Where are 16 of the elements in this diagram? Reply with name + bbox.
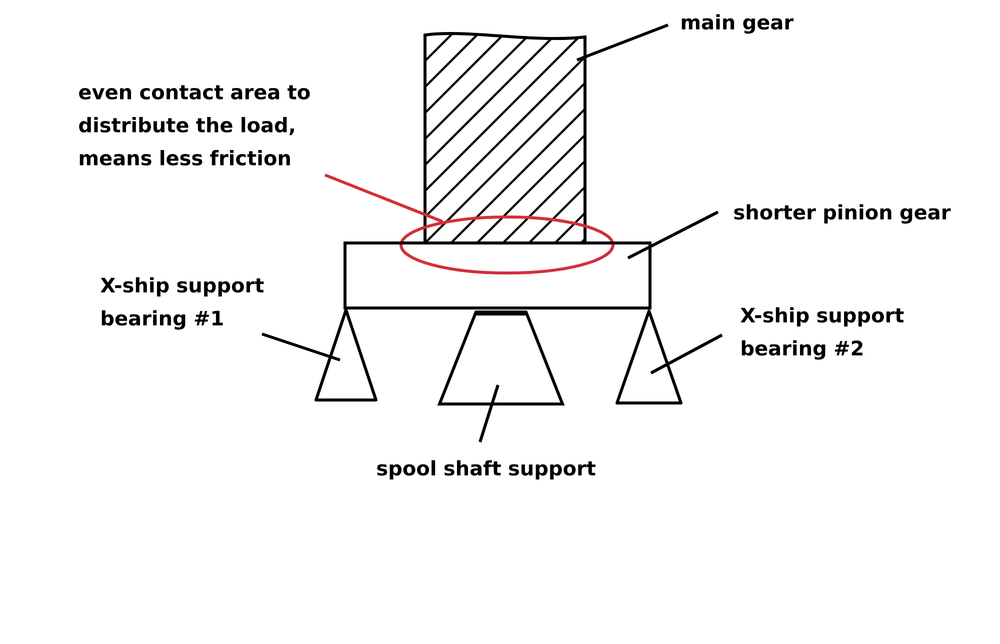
leader-line [650,334,723,374]
leader-line [478,384,500,442]
callout-text: even contact area to distribute the load, means less friction [79,85,310,166]
callout-text: X-ship support bearing #1 [100,277,264,330]
leader-line [627,210,719,260]
hatched-gear [424,32,586,244]
leader-line [262,332,340,362]
pinion-gear-block [344,242,652,310]
callout-text: main gear [682,14,794,34]
contact-ellipse [400,216,614,274]
leader-line [576,24,669,62]
callout-text: spool shaft support [377,460,596,480]
bearing-triangle [616,310,682,404]
callout-text: X-ship support bearing #2 [740,307,904,360]
bearing-triangle [314,308,378,402]
callout-text: shorter pinion gear [734,204,951,224]
